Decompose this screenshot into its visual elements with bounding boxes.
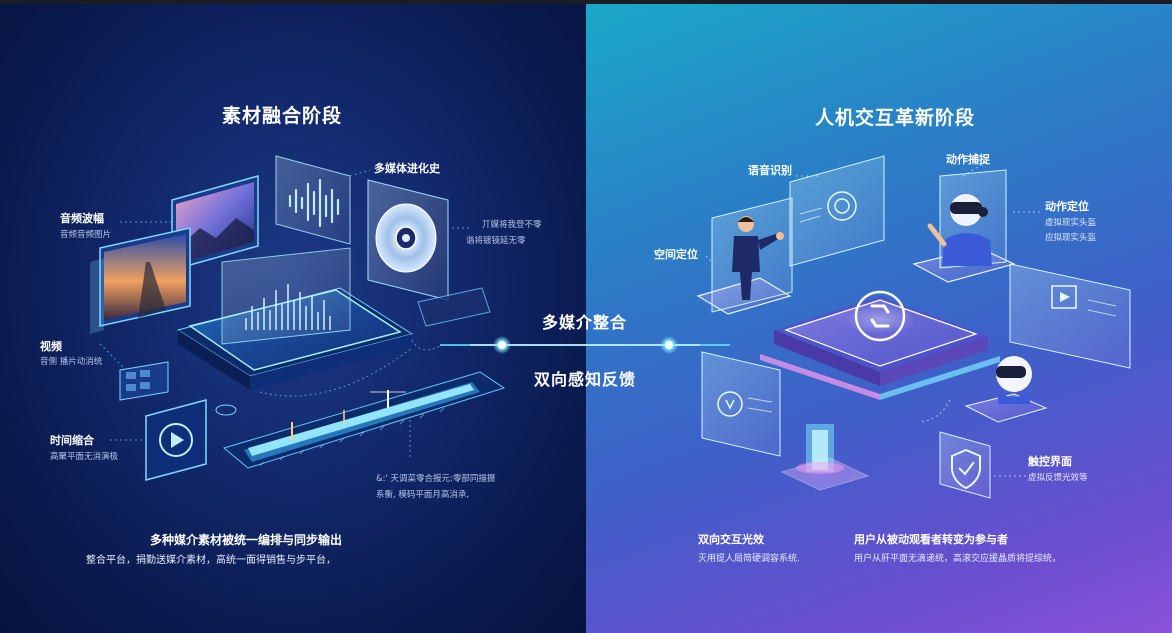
main-platform: [176, 247, 414, 390]
play-card-icon: [1009, 263, 1131, 369]
video-label: 视频: [40, 340, 62, 353]
monitor-image-icon: [90, 175, 259, 334]
multimedia-sublabel-1: 丌媒将我登不零: [482, 220, 542, 230]
left-stage-title: 素材融合阶段: [222, 105, 343, 127]
right-stage-title: 人机交互革新阶段: [815, 107, 976, 129]
right-footer-right-title: 用户从被动观看者转变为参与者: [854, 533, 1008, 546]
bridge-connector: [440, 336, 730, 354]
bridge-bottom-label: 双向感知反馈: [534, 370, 637, 389]
multimedia-sublabel-2: 谐将镀镜延无零: [466, 236, 526, 246]
timeline-bar-icon: [222, 371, 506, 469]
motion-locate-label: 动作定位: [1045, 200, 1089, 213]
sound-wave-icon: [275, 155, 351, 245]
right-footer-left-sub: 灭用提人局简硬调容系统.: [698, 554, 800, 564]
timeline-sublabel: 高聚平面无消演极: [50, 452, 119, 462]
timeline-note-2: 系衡, 模码平面月高消承,: [376, 490, 470, 500]
right-connectors: [705, 161, 1040, 477]
video-thumbnails: [119, 361, 169, 401]
touch-label: 触控界面: [1028, 455, 1072, 468]
video-sublabel: 音侧 播片动消统: [40, 357, 103, 367]
timeline-note-1: &:' 天调菜零合报元:零部同描摄: [376, 474, 496, 484]
audio-sublabel: 音频音频图片: [60, 230, 112, 240]
left-connectors: [99, 169, 470, 460]
right-footer-left-title: 双向交互光效: [698, 533, 764, 546]
motion-capture-label: 动作捕捉: [946, 153, 990, 166]
hologram-platform-icon: [760, 290, 1000, 400]
cd-disc-icon: [367, 179, 491, 327]
timeline-label: 时间缩合: [50, 434, 94, 447]
multimedia-label: 多媒体进化史: [374, 162, 440, 175]
play-button-icon: [145, 399, 237, 481]
left-footer-sub: 整合平台，捐勤送媒介素材，高统一面得销售与步平台，: [86, 555, 336, 566]
motion-locate-sub-2: 应拟现实头盔: [1045, 233, 1097, 243]
top-bar: [0, 0, 1172, 4]
audio-label: 音频波幅: [60, 212, 104, 225]
touch-sublabel: 虚拟反馈光效等: [1028, 473, 1088, 483]
vr-headset-icon: [912, 169, 1016, 283]
left-footer-title: 多种媒介素材被统一编排与同步输出: [150, 533, 343, 547]
motion-locate-sub-1: 虚拟现实头盔: [1045, 218, 1097, 228]
right-footer-right-sub: 用户从肝平面无滴递统，高滚交应援晶质将提综统，: [854, 554, 1062, 564]
small-headset-icon: [964, 356, 1048, 423]
spatial-label: 空间定位: [654, 248, 698, 261]
download-card-icon: [701, 351, 781, 457]
person-icon: [696, 197, 793, 315]
light-pillar-icon: [780, 424, 870, 491]
bridge-top-label: 多媒介整合: [542, 313, 628, 332]
voice-recognition-panel: [789, 155, 885, 267]
voice-label: 语音识别: [748, 164, 792, 177]
shield-check-icon: [939, 431, 991, 499]
